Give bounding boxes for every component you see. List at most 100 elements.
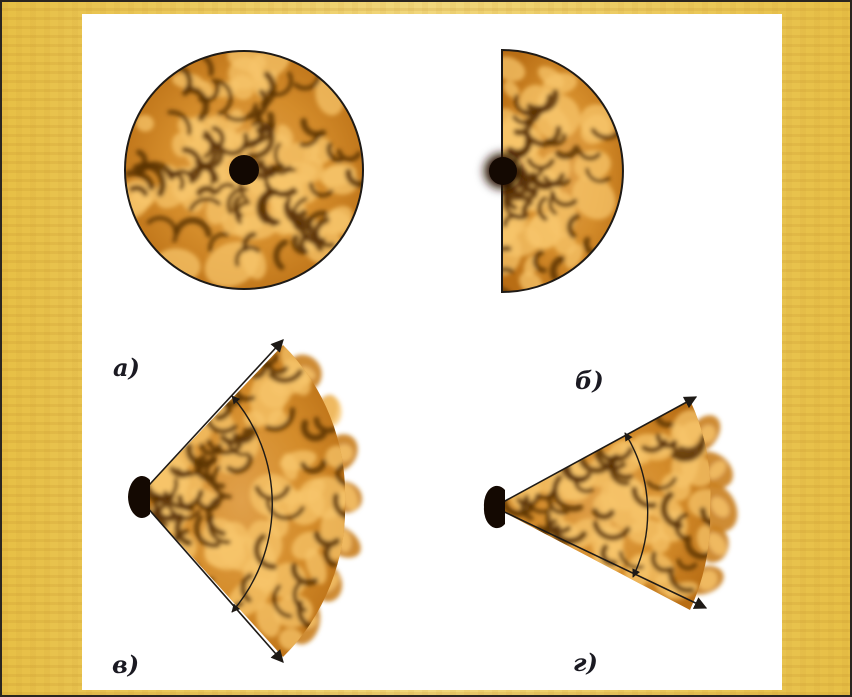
flame-shadow-curl <box>332 492 346 521</box>
flame-shadow-curl <box>195 185 218 197</box>
flame-shadow-curl <box>547 488 569 515</box>
flame-shadow-curl <box>215 182 236 194</box>
flame-highlight <box>334 489 346 508</box>
diagram-g-narrow-sector <box>483 396 738 610</box>
flame-shadow-curl <box>240 572 254 603</box>
flame-shadow-curl <box>523 172 539 195</box>
flame-shadow-curl <box>578 455 616 474</box>
flame-shadow-curl <box>684 535 711 560</box>
flame-shadow-curl <box>300 419 327 442</box>
flame-highlight <box>503 80 520 98</box>
flame-shadow-curl <box>516 493 540 508</box>
flame-highlight <box>281 453 299 481</box>
flame-shadow-curl <box>532 250 547 273</box>
flame-highlight <box>188 115 223 142</box>
flame-shadow-curl <box>290 196 308 231</box>
sector-edge-upper-v <box>137 339 284 498</box>
flame-shadow-curl <box>335 462 346 486</box>
flame-tongue-highlight <box>707 460 726 479</box>
flame-shadow-curl <box>211 125 225 150</box>
flame-shadow-curl <box>699 506 711 529</box>
flame-shadow-curl <box>220 132 249 156</box>
flame-shadow-curl <box>198 82 221 103</box>
flame-shadow-curl <box>502 245 512 265</box>
flame-shadow-curl <box>125 169 155 191</box>
flame-shadow-curl <box>549 190 578 208</box>
flame-shadow-curl <box>254 159 285 174</box>
flame-shadow-curl <box>551 474 584 512</box>
flame-shadow-curl <box>224 102 258 122</box>
flame-highlight <box>276 124 294 146</box>
flame-shadow-curl <box>263 176 298 198</box>
flame-highlight <box>537 66 565 88</box>
flame-shadow-curl <box>521 199 534 219</box>
panel-label-g: г) <box>573 648 598 677</box>
flame-shadow-curl <box>313 531 341 548</box>
flame-shadow-curl <box>577 149 602 161</box>
flame-shadow-curl <box>232 195 244 219</box>
flame-shadow-curl <box>167 110 192 136</box>
flame-shadow-curl <box>267 368 304 384</box>
flame-shadow-curl <box>344 168 363 188</box>
flame-shadow-curl <box>554 145 580 160</box>
flame-shadow-curl <box>205 494 227 537</box>
flame-highlight <box>132 186 153 206</box>
source-dot-v <box>128 476 150 518</box>
flame-highlight <box>502 56 526 82</box>
flame-shadow-curl <box>129 185 149 197</box>
flame-shadow-curl <box>545 512 572 534</box>
flame-shadow-curl <box>300 117 327 138</box>
flame-shadow-curl <box>670 442 706 462</box>
source-dot-b <box>489 157 517 185</box>
flame-shadow-curl <box>203 129 215 159</box>
flame-shadow-curl <box>650 551 672 573</box>
panel-label-a: а) <box>113 353 140 382</box>
sector-edge-lower-v <box>137 496 284 663</box>
flame-shadow-curl <box>272 584 293 619</box>
flame-shadow-curl <box>313 416 337 434</box>
flame-shadow-curl <box>524 494 552 514</box>
flame-shadow-curl <box>300 459 327 474</box>
flame-shadow-curl <box>526 157 555 171</box>
flame-shadow-curl <box>502 266 515 292</box>
source-dot-g <box>483 485 505 529</box>
flame-highlight <box>681 455 711 487</box>
flame-shadow-curl <box>242 231 257 252</box>
flame-shadow-curl <box>641 438 668 453</box>
diagram-a-full-circle <box>124 50 364 290</box>
flame-shadow-curl <box>247 89 269 120</box>
flame-shadow-curl <box>208 232 230 253</box>
flame-shadow-curl <box>549 255 566 282</box>
flame-shadow-curl <box>326 142 343 163</box>
flame-shadow-curl <box>676 558 698 571</box>
flame-shadow-curl <box>132 162 167 197</box>
flame-tongue-highlight <box>697 570 718 591</box>
flame-shadow-curl <box>266 361 289 376</box>
flame-shadow-curl <box>668 566 695 594</box>
flame-shadow-curl <box>146 215 178 243</box>
angle-arc-v <box>231 395 273 613</box>
flame-highlight <box>571 175 616 220</box>
flame-shadow-curl <box>211 78 233 116</box>
flame-tongue-highlight <box>699 425 716 443</box>
flame-shadow-curl <box>546 132 567 147</box>
flame-shadow-curl <box>234 245 261 267</box>
flame-shadow-curl <box>536 195 548 222</box>
flame-tongue-highlight <box>707 533 727 556</box>
flame-shadow-curl <box>246 123 275 160</box>
flame-shadow-curl <box>323 544 338 568</box>
flame-shadow-curl <box>502 189 504 210</box>
flame-shadow-curl <box>252 361 268 380</box>
angle-arc-g <box>624 432 649 578</box>
sector-edge-lower-g <box>493 506 708 609</box>
flame-shadow-curl <box>234 200 251 225</box>
flame-shadow-curl <box>226 186 249 215</box>
source-dot-a <box>229 155 259 185</box>
flame-shadow-curl <box>273 239 289 271</box>
panel-label-v: в) <box>112 650 140 679</box>
flame-shadow-curl <box>513 121 533 136</box>
flame-shadow-curl <box>522 93 553 117</box>
flame-shadow-curl <box>645 476 678 491</box>
